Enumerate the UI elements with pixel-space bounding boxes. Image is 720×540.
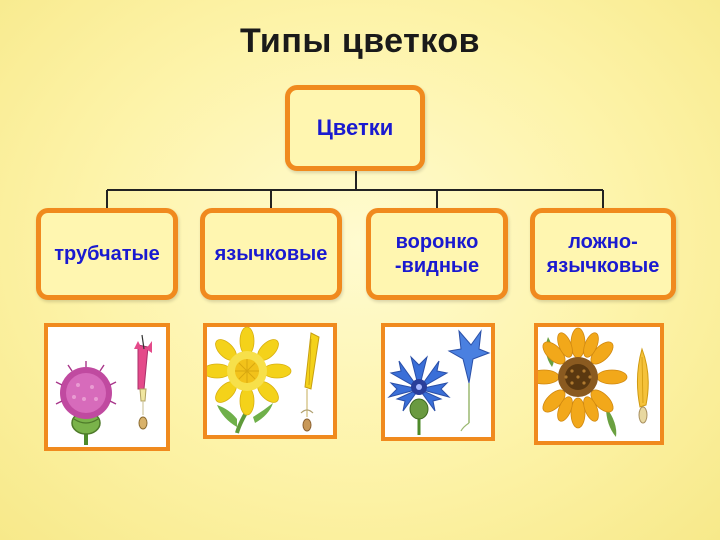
root-node-label: Цветки (316, 114, 394, 140)
sunflower-icon (534, 323, 664, 445)
thistle-flower-icon (44, 323, 170, 451)
type-node-label: язычковые (214, 243, 328, 265)
page-title: Типы цветков (239, 22, 481, 60)
dandelion-flower-icon (203, 323, 337, 439)
type-node-label: ложно- язычковые (546, 231, 660, 277)
cornflower-icon (381, 323, 495, 441)
root-node: Цветки (285, 85, 425, 171)
type-node-tubular: трубчатые (36, 208, 178, 300)
type-node-label: трубчатые (54, 243, 160, 265)
type-node-label: воронко -видные (394, 231, 480, 277)
type-node-pseudo-ligulate: ложно- язычковые (530, 208, 676, 300)
type-node-funnel: воронко -видные (366, 208, 508, 300)
type-node-ligulate: язычковые (200, 208, 342, 300)
